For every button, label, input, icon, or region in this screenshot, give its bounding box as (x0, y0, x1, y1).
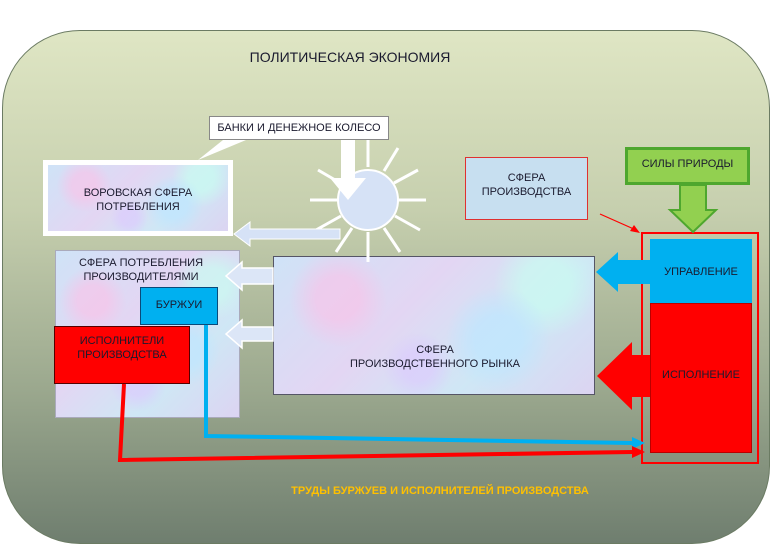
arrow-to-thief-sphere (233, 221, 341, 247)
execution-block (650, 303, 752, 453)
banks-callout (198, 140, 246, 160)
bourgeois-label: БУРЖУИ (155, 299, 203, 311)
execution-label: ИСПОЛНЕНИЕ (662, 369, 740, 381)
diagram-title: ПОЛИТИЧЕСКАЯ ЭКОНОМИЯ (249, 49, 451, 65)
executors-box (54, 326, 190, 384)
arrow-market-to-consumption-top (224, 260, 274, 292)
arrow-execution-to-market (597, 342, 650, 410)
nature-box (625, 147, 750, 185)
banks-box (209, 116, 389, 140)
nature-label: СИЛЫ ПРИРОДЫ (641, 158, 734, 170)
bourgeois-labor-line (204, 325, 633, 445)
arrow-nature-to-management (667, 184, 719, 234)
production-sphere-pointer (599, 213, 637, 231)
banks-label: БАНКИ И ДЕНЕЖНОЕ КОЛЕСО (217, 122, 381, 134)
management-block (650, 239, 752, 303)
labor-label: ТРУДЫ БУРЖУЕВ И ИСПОЛНИТЕЛЕЙ ПРОИЗВОДСТВ… (291, 485, 589, 497)
production-sphere-box (465, 157, 588, 220)
arrow-management-to-market (596, 252, 650, 292)
executors-labor-line (117, 383, 633, 463)
bourgeois-box (140, 287, 218, 325)
production-frame (641, 232, 759, 464)
management-label: УПРАВЛЕНИЕ (664, 266, 738, 278)
banks-down-arrow (330, 140, 366, 200)
thief-consumption-sphere (43, 160, 233, 236)
production-market-sphere (273, 256, 595, 395)
arrow-market-to-consumption-bottom (224, 318, 274, 350)
